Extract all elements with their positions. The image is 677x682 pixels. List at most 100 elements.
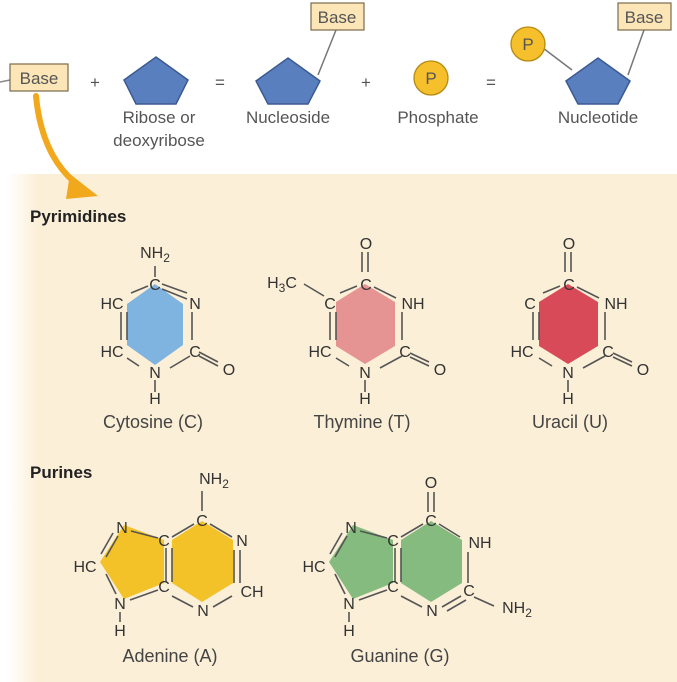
uracil-o4: O (563, 236, 575, 253)
nucleotide-base-box (617, 2, 672, 31)
thymine-molecule: O C H3C C NH HC C O N H Thymine (T) (267, 236, 446, 432)
adenine-h9: H (114, 623, 126, 640)
guanine-nh2: NH2 (502, 600, 532, 620)
thymine-o2: O (434, 362, 446, 379)
thymine-c5: C (324, 296, 336, 313)
nucleotide-phosphate-bond (542, 47, 573, 71)
guanine-five-ring (329, 525, 393, 599)
cytosine-name: Cytosine (C) (103, 412, 203, 432)
guanine-c6: C (425, 513, 437, 530)
pyrimidines-heading: Pyrimidines (30, 207, 126, 226)
adenine-c4: C (158, 579, 170, 596)
base-box (9, 63, 69, 92)
adenine-c2: CH (240, 584, 263, 601)
guanine-c2: C (463, 583, 475, 600)
guanine-molecule: O C NH N C HC C C NH2 N H N Guanine (G) (302, 475, 532, 666)
guanine-name: Guanine (G) (350, 646, 449, 666)
sugar-label-line2: deoxyribose (113, 131, 205, 150)
cytosine-nh2: NH2 (140, 245, 170, 265)
uracil-c6: HC (510, 344, 533, 361)
equation-row: Base + Ribose or deoxyribose = Base Nucl… (0, 2, 672, 150)
uracil-n3: NH (604, 296, 627, 313)
phosphate-symbol: P (425, 69, 436, 88)
adenine-n7: N (116, 520, 128, 537)
cytosine-c5: HC (100, 344, 123, 361)
nucleotide-label: Nucleotide (558, 108, 638, 127)
guanine-n3: N (426, 603, 438, 620)
guanine-c5: C (387, 533, 399, 550)
uracil-c5: C (524, 296, 536, 313)
guanine-h9: H (343, 623, 355, 640)
phosphate-label: Phosphate (397, 108, 478, 127)
thymine-h1: H (359, 391, 371, 408)
uracil-molecule: O C C NH HC C O N H Uracil (U) (510, 236, 649, 432)
guanine-o6: O (425, 475, 437, 492)
plus-sign-1: + (90, 73, 100, 92)
guanine-n9: N (343, 596, 355, 613)
uracil-h1: H (562, 391, 574, 408)
adenine-c5: C (158, 533, 170, 550)
uracil-n1: N (562, 365, 574, 382)
nucleoside-base-label: Base (318, 8, 357, 27)
cytosine-o2: O (223, 362, 235, 379)
nucleoside-label: Nucleoside (246, 108, 330, 127)
nucleoside-bond (317, 29, 337, 76)
thymine-name: Thymine (T) (313, 412, 410, 432)
nucleoside-pentagon (255, 57, 321, 105)
guanine-c4: C (387, 579, 399, 596)
nucleoside-base-box (310, 2, 365, 31)
equals-sign-2: = (486, 73, 496, 92)
nucleotide-base-label: Base (625, 8, 664, 27)
nucleotide-base-bond (627, 29, 645, 76)
base-link-line (0, 79, 11, 83)
cytosine-h1: H (149, 391, 161, 408)
adenine-six-ring (172, 521, 233, 602)
guanine-c8: HC (302, 559, 325, 576)
panel-fade (8, 174, 38, 682)
nucleotide-pentagon (565, 57, 631, 105)
thymine-c6: HC (308, 344, 331, 361)
adenine-c6: C (196, 513, 208, 530)
uracil-o2: O (637, 362, 649, 379)
orange-arrow (33, 93, 98, 199)
adenine-nh2: NH2 (199, 471, 229, 491)
plus-sign-2: + (361, 73, 371, 92)
purines-heading: Purines (30, 463, 92, 482)
cytosine-ring (127, 284, 183, 365)
guanine-n1: NH (468, 535, 491, 552)
uracil-c4: C (563, 277, 575, 294)
base-box-label: Base (20, 69, 59, 88)
thymine-n3: NH (401, 296, 424, 313)
adenine-c8: HC (73, 559, 96, 576)
cytosine-n1: N (149, 365, 161, 382)
adenine-five-ring (100, 525, 164, 599)
adenine-molecule: NH2 C N N C HC C CH N H N Adenine (A) (73, 471, 263, 666)
equals-sign-1: = (215, 73, 225, 92)
cytosine-c4: C (149, 277, 161, 294)
adenine-n3: N (197, 603, 209, 620)
cytosine-molecule: NH2 C N C O N H HC HC Cytosine (C) (100, 245, 235, 432)
uracil-c2: C (602, 344, 614, 361)
thymine-ring (336, 284, 395, 364)
uracil-ring (539, 284, 598, 364)
thymine-n1: N (359, 365, 371, 382)
cytosine-c6: HC (100, 296, 123, 313)
thymine-ch3: H3C (267, 275, 297, 295)
cytosine-c2: C (189, 344, 201, 361)
cytosine-n3: N (189, 296, 201, 313)
adenine-name: Adenine (A) (122, 646, 217, 666)
adenine-n9: N (114, 596, 126, 613)
nucleotide-phosphate-circle (510, 26, 546, 62)
guanine-n7: N (345, 520, 357, 537)
phosphate-circle (413, 60, 449, 96)
adenine-n1: N (236, 533, 248, 550)
thymine-c4: C (360, 277, 372, 294)
sugar-label-line1: Ribose or (123, 108, 196, 127)
thymine-o4: O (360, 236, 372, 253)
thymine-c2: C (399, 344, 411, 361)
sugar-pentagon (123, 56, 189, 105)
nucleotide-phosphate-symbol: P (522, 35, 533, 54)
uracil-name: Uracil (U) (532, 412, 608, 432)
guanine-six-ring (401, 521, 462, 602)
